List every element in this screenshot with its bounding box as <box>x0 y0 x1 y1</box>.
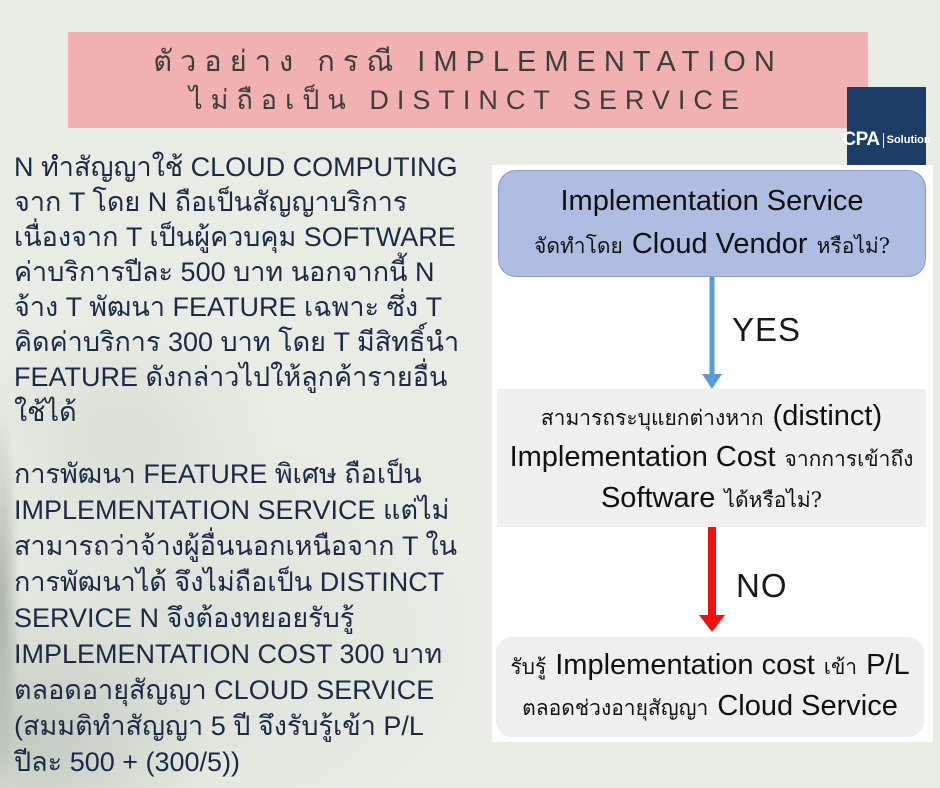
no-label: NO <box>736 567 788 604</box>
box3-line1-en2: P/L <box>866 649 910 681</box>
box1-line2-th1: จัดทำโดย <box>534 233 623 258</box>
yes-arrow-icon <box>695 277 729 389</box>
logo-divider <box>882 132 884 148</box>
box1-line2-th2: หรือไม่? <box>816 233 890 258</box>
box3-line2-th: ตลอดช่วงอายุสัญญา <box>522 696 709 720</box>
no-arrow-shaft <box>708 527 716 616</box>
box2-line2: Implementation Cost จากการเข้าถึง <box>510 441 914 476</box>
box1-line2-en: Cloud Vendor <box>631 227 808 260</box>
no-arrow-head <box>699 615 725 632</box>
case-paragraph-2: การพัฒนา FEATURE พิเศษ ถือเป็น IMPLEMENT… <box>14 459 458 777</box>
box2-line1-en: (distinct) <box>772 399 883 432</box>
box3-line1-th2: เข้า <box>823 655 858 679</box>
flowchart-panel: Implementation Service จัดทำโดย Cloud Ve… <box>492 165 933 742</box>
box2-line1: สามารถระบุแยกต่างหาก (distinct) <box>541 400 882 435</box>
box3-line2: ตลอดช่วงอายุสัญญา Cloud Service <box>522 690 898 725</box>
box1-line1-text: Implementation Service <box>560 184 864 217</box>
cpa-solution-logo: CPA Solution <box>842 87 931 165</box>
flowchart-box-recognize-pl: รับรู้ Implementation cost เข้า P/L ตลอด… <box>496 637 924 737</box>
logo-text: CPA Solution <box>842 129 930 151</box>
yes-arrow-shaft <box>709 277 715 375</box>
case-paragraph-1: N ทำสัญญาใช้ CLOUD COMPUTING จาก T โดย N… <box>14 152 460 427</box>
flowchart-box-distinct-question: สามารถระบุแยกต่างหาก (distinct) Implemen… <box>497 389 926 527</box>
logo-cpa-text: CPA <box>842 129 880 150</box>
logo-solution-text: Solution <box>886 134 931 146</box>
yes-label: YES <box>732 311 802 348</box>
box2-line2-en: Implementation Cost <box>509 440 776 473</box>
box2-line3-en: Software <box>600 481 716 514</box>
box3-line1: รับรู้ Implementation cost เข้า P/L <box>510 649 909 684</box>
case-description: N ทำสัญญาใช้ CLOUD COMPUTING จาก T โดย N… <box>14 150 492 780</box>
yes-arrow-head <box>702 374 722 389</box>
flowchart-box-implementation-service: Implementation Service จัดทำโดย Cloud Ve… <box>498 170 926 277</box>
box2-line3: Software ได้หรือไม่? <box>601 482 822 517</box>
box1-line2: จัดทำโดย Cloud Vendor หรือไม่? <box>534 228 890 263</box>
title-line-2: ไม่ถือเป็น DISTINCT SERVICE <box>189 85 747 115</box>
no-arrow-icon <box>692 527 732 632</box>
box3-line1-th1: รับรู้ <box>510 655 547 679</box>
box3-line1-en1: Implementation cost <box>555 649 815 681</box>
box1-line1: Implementation Service <box>560 185 863 218</box>
box2-line3-th: ได้หรือไม่? <box>724 487 823 512</box>
box2-line1-th: สามารถระบุแยกต่างหาก <box>540 405 764 430</box>
box2-line2-th: จากการเข้าถึง <box>784 446 914 471</box>
title-line-1: ตัวอย่าง กรณี IMPLEMENTATION <box>153 46 783 78</box>
title-banner: ตัวอย่าง กรณี IMPLEMENTATION ไม่ถือเป็น … <box>68 32 868 128</box>
box3-line2-en: Cloud Service <box>717 690 898 722</box>
